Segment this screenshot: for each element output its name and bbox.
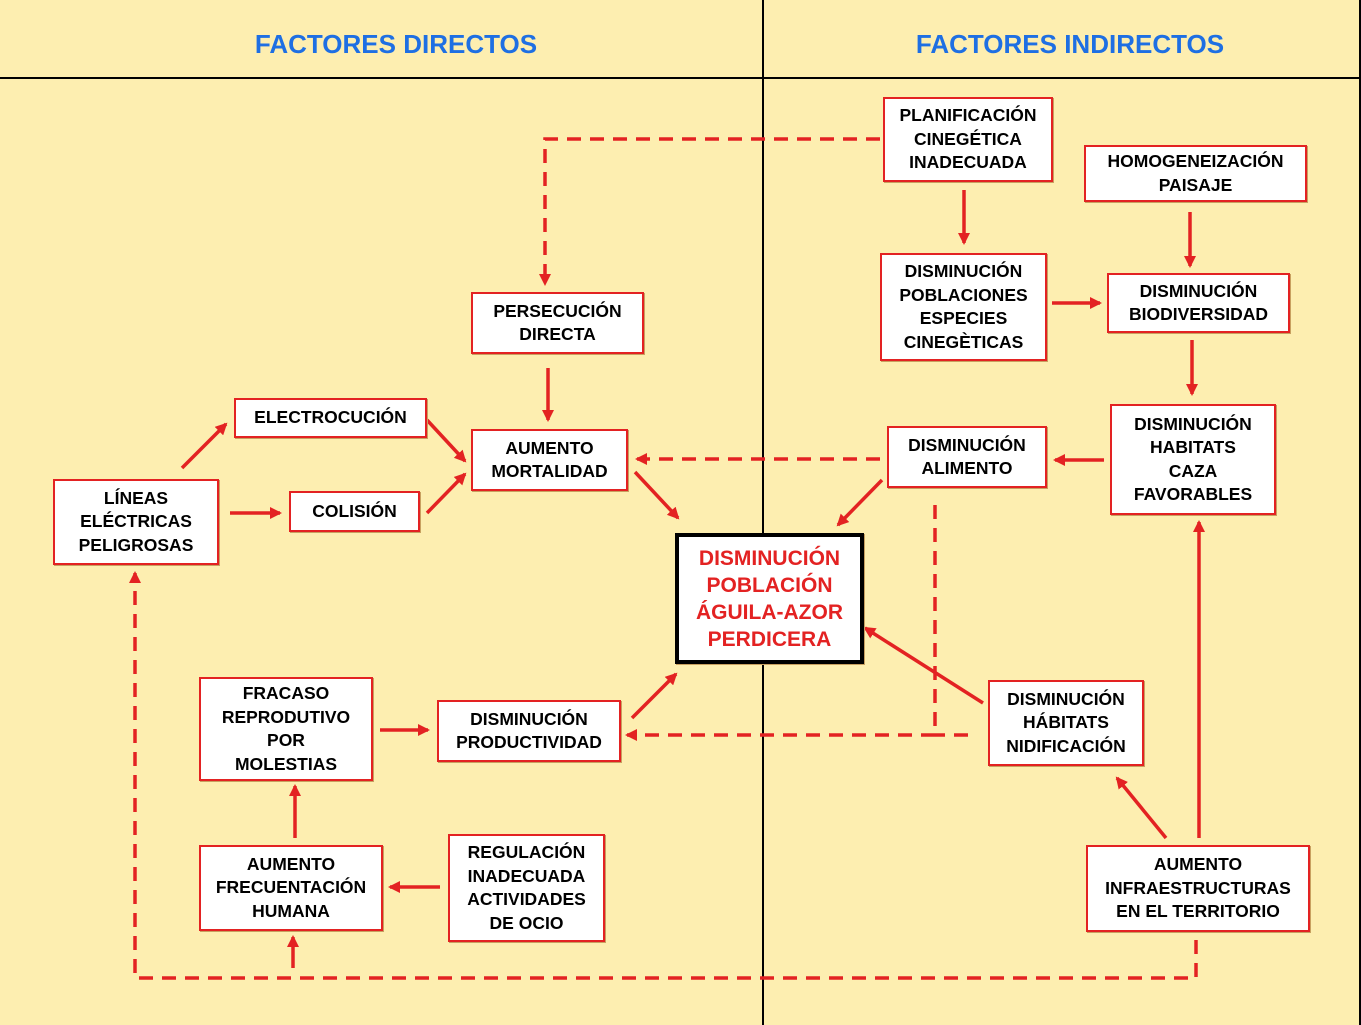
dashed-arrow-planificacion-to-persecucion <box>539 137 880 286</box>
node-regulacion-inadecuada: REGULACIÓN INADECUADA ACTIVIDADES DE OCI… <box>448 834 605 942</box>
node-disminucion-alimento: DISMINUCIÓN ALIMENTO <box>887 426 1047 488</box>
node-disminucion-habitats-nidificacion: DISMINUCIÓN HÁBITATS NIDIFICACIÓN <box>988 680 1144 766</box>
node-aumento-infraestructuras: AUMENTO INFRAESTRUCTURAS EN EL TERRITORI… <box>1086 845 1310 932</box>
node-main-disminucion-poblacion: DISMINUCIÓN POBLACIÓN ÁGUILA-AZOR PERDIC… <box>675 533 864 664</box>
header-divider-line <box>0 77 1361 79</box>
arrow-mortalidad-to-main <box>633 470 680 520</box>
column-divider-line <box>762 0 764 1025</box>
node-fracaso-reproductivo: FRACASO REPRODUTIVO POR MOLESTIAS <box>199 677 373 781</box>
node-homogeneizacion-paisaje: HOMOGENEIZACIÓN PAISAJE <box>1084 145 1307 202</box>
node-planificacion-cinegetica: PLANIFICACIÓN CINEGÉTICA INADECUADA <box>883 97 1053 182</box>
node-aumento-frecuentacion: AUMENTO FRECUENTACIÓN HUMANA <box>199 845 383 931</box>
right-border-line <box>1359 0 1361 1025</box>
node-disminucion-poblaciones: DISMINUCIÓN POBLACIONES ESPECIES CINEGÈT… <box>880 253 1047 361</box>
header-factores-directos: FACTORES DIRECTOS <box>254 29 538 59</box>
node-lineas-electricas: LÍNEAS ELÉCTRICAS PELIGROSAS <box>53 479 219 565</box>
arrow-nidificacion-to-main <box>863 626 984 705</box>
arrow-electrocucion-to-mortalidad <box>425 418 467 463</box>
node-disminucion-productividad: DISMINUCIÓN PRODUCTIVIDAD <box>437 700 621 762</box>
arrow-infra-to-nidificacion <box>1115 776 1168 840</box>
arrow-productividad-to-main <box>630 672 678 720</box>
node-aumento-mortalidad: AUMENTO MORTALIDAD <box>471 429 628 491</box>
header-factores-indirectos: FACTORES INDIRECTOS <box>915 29 1225 59</box>
node-disminucion-habitats-caza: DISMINUCIÓN HABITATS CAZA FAVORABLES <box>1110 404 1276 515</box>
arrow-alimento-to-main <box>836 478 884 527</box>
arrow-lineas-to-electrocucion <box>180 422 228 470</box>
arrow-colision-to-mortalidad <box>425 472 467 515</box>
node-electrocucion: ELECTROCUCIÓN <box>234 398 427 438</box>
node-disminucion-biodiversidad: DISMINUCIÓN BIODIVERSIDAD <box>1107 273 1290 333</box>
node-persecucion-directa: PERSECUCIÓN DIRECTA <box>471 292 644 354</box>
node-colision: COLISIÓN <box>289 491 420 532</box>
dashed-arrow-infra-to-lineas <box>129 571 1198 980</box>
